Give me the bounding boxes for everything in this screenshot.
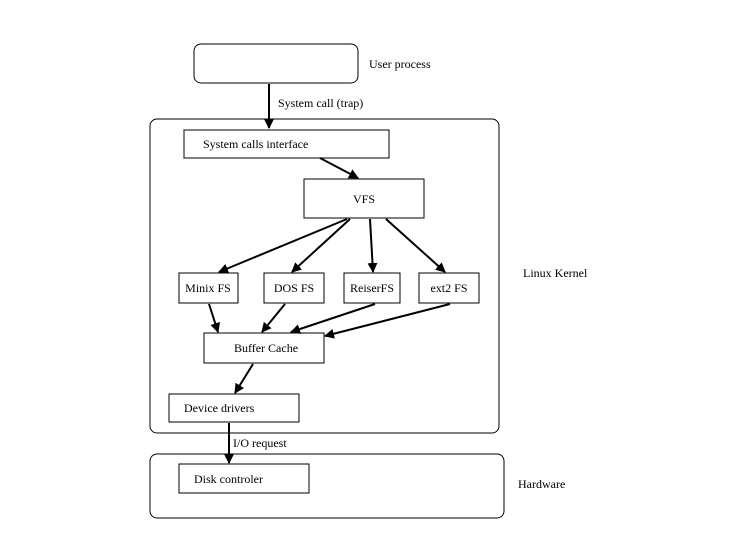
reiserfs-box	[343, 272, 401, 304]
buffer-cache-box	[203, 332, 325, 364]
linux-kernel-label: Linux Kernel	[523, 266, 588, 280]
vfs-to-ext2-arrow	[385, 218, 446, 273]
vfs-to-dos-arrow	[291, 218, 351, 273]
hardware-label: Hardware	[518, 477, 565, 491]
hardware-container	[149, 453, 505, 519]
disk-controller-label: Disk controler	[194, 472, 263, 486]
device-drivers-label: Device drivers	[184, 401, 255, 415]
ext2-to-buffer-cache-arrow	[324, 303, 451, 339]
reiserfs-to-buffer-cache-arrow	[290, 303, 376, 334]
system-call-label: System call (trap)	[278, 96, 363, 110]
system-calls-interface-box	[183, 129, 390, 159]
vfs-to-reiserfs-arrow	[367, 218, 378, 273]
disk-controller-box	[178, 463, 310, 494]
dos-fs-label: DOS FS	[274, 281, 314, 295]
ext2-fs-box	[418, 272, 480, 304]
ext2-fs-label: ext2 FS	[430, 281, 467, 295]
linux-kernel-container	[149, 118, 500, 434]
sci-to-vfs-arrow	[319, 157, 359, 179]
buffer-cache-to-device-drivers-arrow	[234, 363, 254, 394]
user-process-box	[193, 43, 359, 84]
minix-fs-label: Minix FS	[185, 281, 231, 295]
dos-fs-box	[263, 272, 325, 304]
user-process-label: User process	[369, 57, 431, 71]
io-request-label: I/O request	[233, 436, 287, 450]
system-calls-interface-label: System calls interface	[203, 137, 308, 151]
vfs-to-minix-arrow	[218, 218, 348, 274]
device-drivers-box	[168, 393, 300, 423]
minix-to-buffer-cache-arrow	[208, 303, 221, 333]
minix-fs-box	[178, 272, 239, 304]
buffer-cache-label: Buffer Cache	[234, 341, 298, 355]
reiserfs-label: ReiserFS	[350, 281, 394, 295]
vfs-box	[303, 178, 425, 219]
dos-to-buffer-cache-arrow	[261, 303, 286, 333]
vfs-label: VFS	[353, 192, 375, 206]
